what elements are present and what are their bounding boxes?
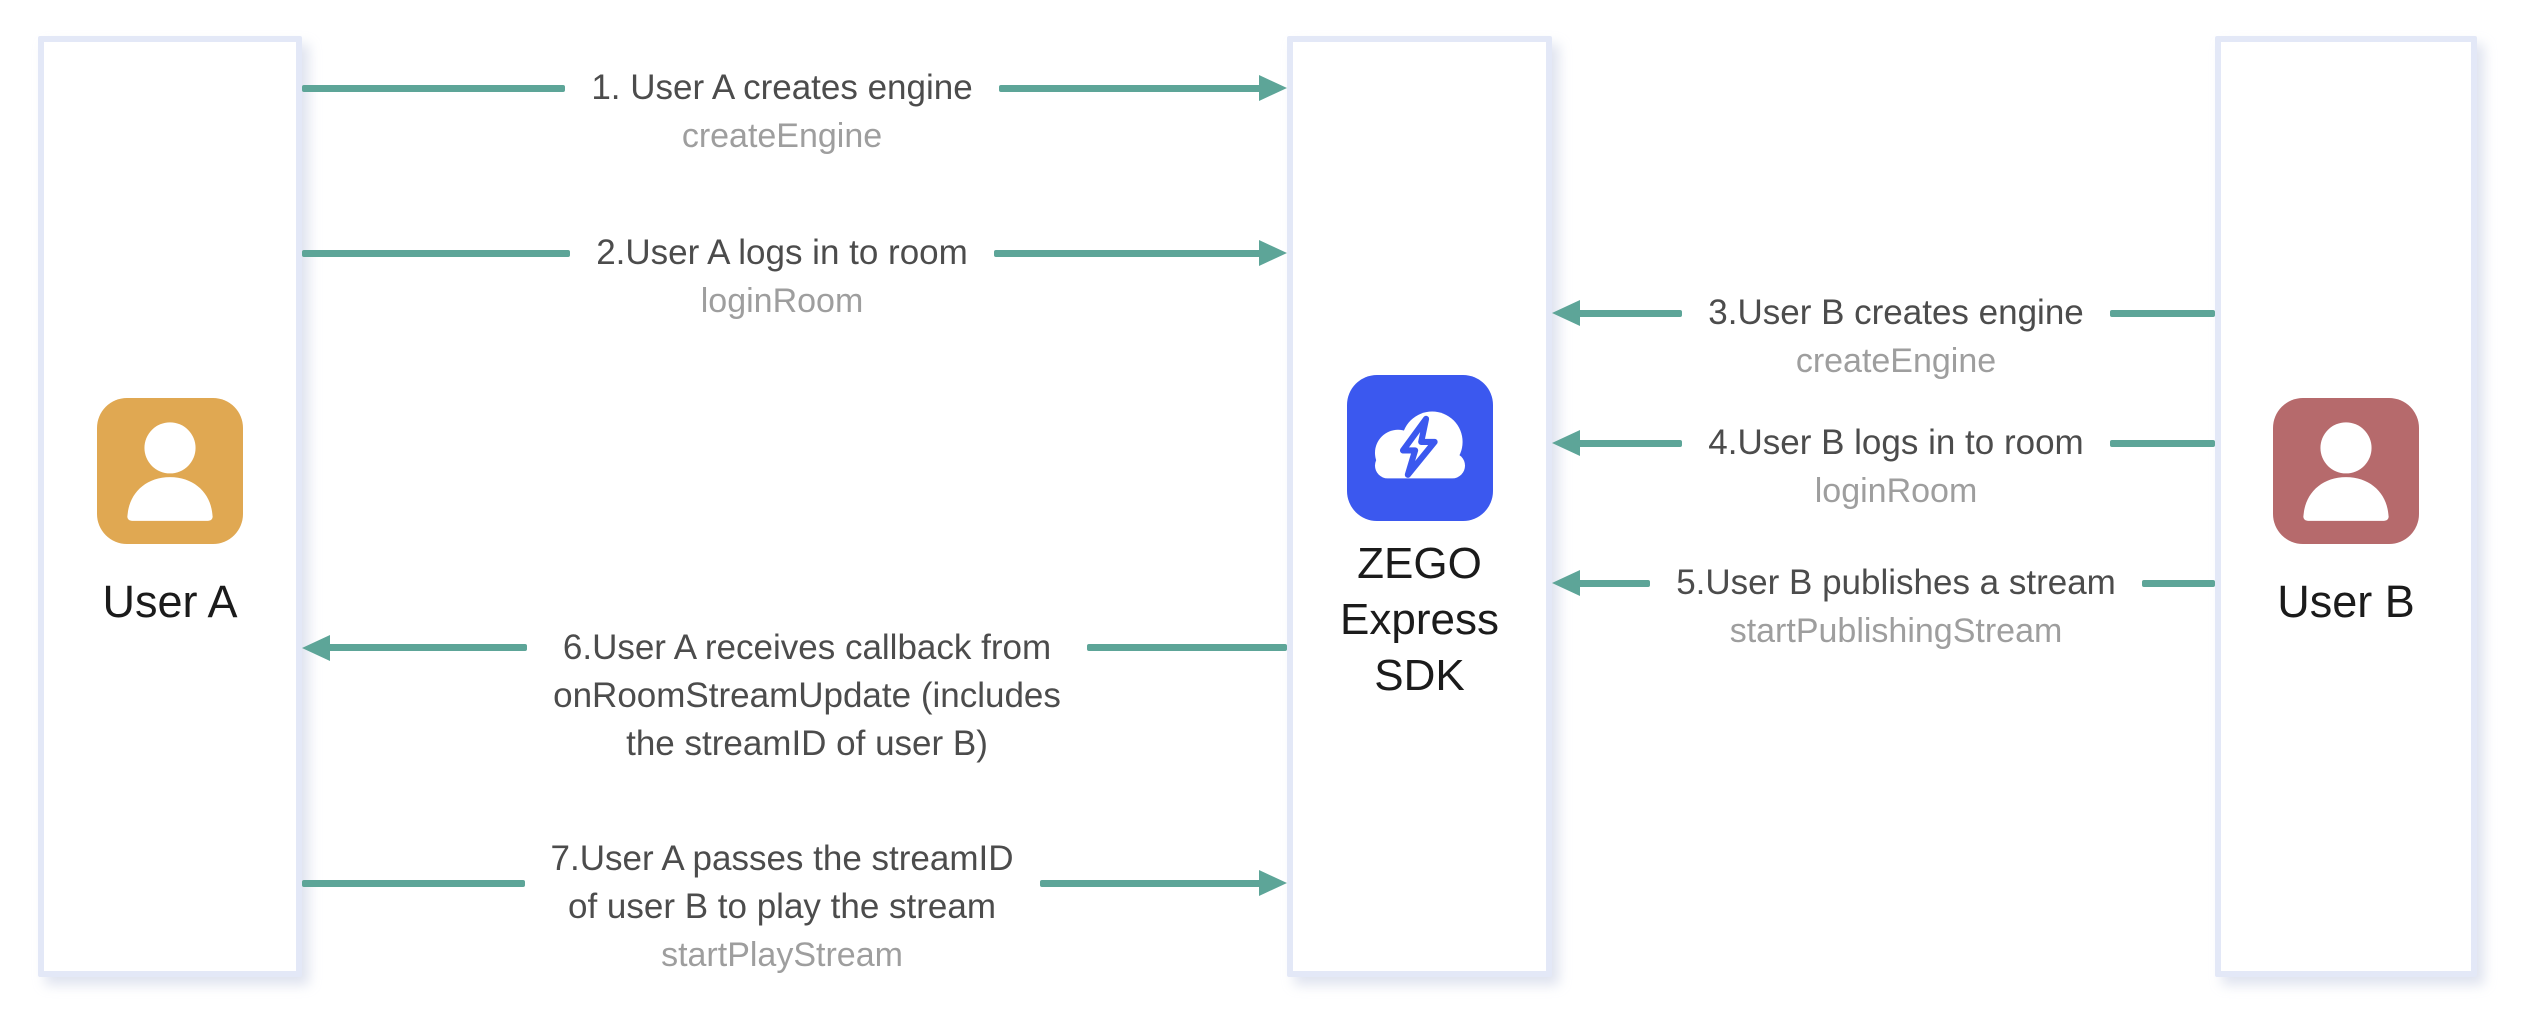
- actor-box-user-b: User B: [2215, 36, 2477, 977]
- person-icon: [2303, 422, 2389, 521]
- message-label-2: 2.User A logs in to room loginRoom: [570, 229, 994, 320]
- message-row-7: 7.User A passes the streamID of user B t…: [302, 835, 1288, 974]
- arrow-shaft: [1577, 439, 1683, 447]
- arrow-shaft: [302, 879, 525, 887]
- arrowhead-right-icon: [1259, 75, 1287, 101]
- message-row-6: 6.User A receives callback from onRoomSt…: [302, 624, 1288, 768]
- arrow-shaft: [1039, 879, 1263, 887]
- arrowhead-right-icon: [1259, 240, 1288, 266]
- arrow-shaft: [2109, 309, 2216, 317]
- actor-label-user-b: User B: [2277, 576, 2415, 627]
- message-row-1: 1. User A creates engine createEngine: [302, 64, 1287, 155]
- message-api-label: loginRoom: [1814, 472, 1978, 510]
- zego-sdk-logo: [1346, 375, 1493, 521]
- arrow-shaft: [302, 84, 566, 92]
- message-row-4: 4.User B logs in to room loginRoom: [1552, 419, 2215, 510]
- message-label-5: 5.User B publishes a stream startPublish…: [1650, 559, 2142, 650]
- message-text: 6.User A receives callback from onRoomSt…: [553, 628, 1061, 763]
- message-api-label: createEngine: [1795, 342, 1997, 380]
- message-row-2: 2.User A logs in to room loginRoom: [302, 229, 1288, 320]
- user-a-avatar: [97, 398, 243, 544]
- message-text: 1. User A creates engine: [591, 68, 973, 107]
- actor-label-zego-sdk: ZEGO Express SDK: [1340, 539, 1499, 700]
- message-text: 2.User A logs in to room: [596, 233, 968, 272]
- actor-label-user-a: User A: [102, 576, 238, 627]
- message-row-3: 3.User B creates engine createEngine: [1552, 289, 2216, 380]
- user-b-avatar: [2273, 398, 2419, 544]
- message-label-7: 7.User A passes the streamID of user B t…: [525, 835, 1040, 974]
- arrow-shaft: [1577, 309, 1683, 317]
- arrowhead-left-icon: [302, 635, 330, 661]
- actor-box-user-a: User A: [38, 36, 302, 977]
- message-text: 5.User B publishes a stream: [1676, 563, 2116, 602]
- actor-box-zego-sdk: ZEGO Express SDK: [1287, 36, 1552, 977]
- arrow-shaft: [302, 249, 571, 257]
- message-api-label: createEngine: [681, 117, 883, 155]
- message-label-3: 3.User B creates engine createEngine: [1682, 289, 2109, 380]
- message-api-label: loginRoom: [700, 282, 864, 320]
- arrowhead-right-icon: [1259, 870, 1288, 896]
- person-icon: [127, 422, 213, 521]
- message-api-label: startPlayStream: [661, 936, 903, 974]
- arrow-shaft: [327, 644, 528, 651]
- arrowhead-left-icon: [1552, 570, 1580, 596]
- arrow-shaft: [998, 84, 1262, 92]
- message-text: 3.User B creates engine: [1708, 293, 2084, 332]
- arrowhead-left-icon: [1552, 430, 1580, 456]
- arrow-shaft: [1577, 579, 1651, 587]
- arrow-shaft: [993, 249, 1263, 257]
- message-label-4: 4.User B logs in to room loginRoom: [1682, 419, 2109, 510]
- arrow-shaft: [2141, 579, 2216, 587]
- message-label-1: 1. User A creates engine createEngine: [565, 64, 998, 155]
- arrowhead-left-icon: [1552, 300, 1580, 326]
- arrow-shaft: [1086, 644, 1288, 651]
- arrow-shaft: [2109, 439, 2215, 447]
- message-label-6: 6.User A receives callback from onRoomSt…: [527, 624, 1087, 768]
- message-text: 7.User A passes the streamID of user B t…: [550, 839, 1014, 926]
- message-api-label: startPublishingStream: [1729, 612, 2063, 650]
- message-text: 4.User B logs in to room: [1708, 423, 2084, 462]
- cloud-lightning-icon: [1374, 411, 1465, 479]
- message-row-5: 5.User B publishes a stream startPublish…: [1552, 559, 2216, 650]
